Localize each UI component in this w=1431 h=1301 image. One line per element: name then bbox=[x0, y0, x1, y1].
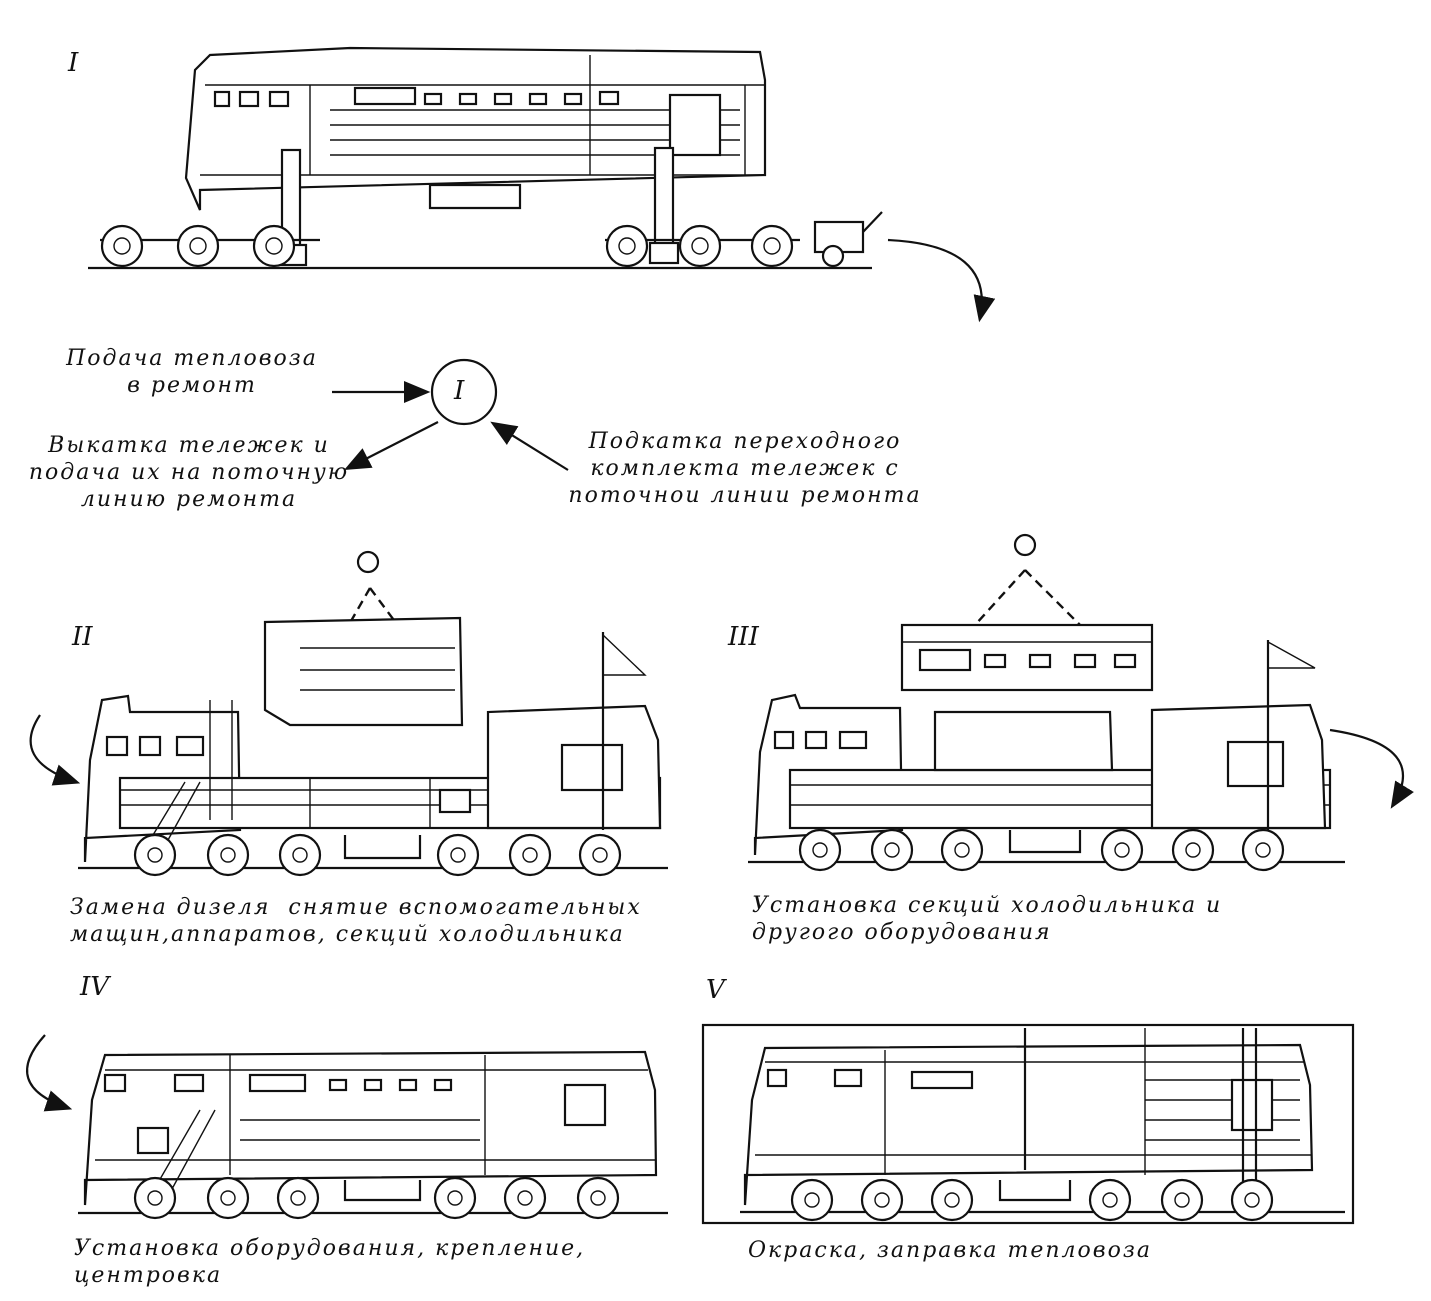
bogie-front bbox=[798, 828, 984, 872]
stage-number-1: I bbox=[68, 48, 79, 78]
paint-booth-frame bbox=[701, 1023, 1355, 1225]
stage-2-locomotive bbox=[78, 550, 668, 877]
stage-3-exit-arrow bbox=[1329, 728, 1414, 809]
bogie-rear bbox=[433, 1176, 620, 1220]
stage-5-caption: Окраска, заправка тепловоза bbox=[748, 1238, 1152, 1263]
stage-number-2: II bbox=[72, 622, 93, 652]
input-flow-label: Подача тепловоза в ремонт bbox=[66, 346, 318, 398]
flag bbox=[602, 633, 647, 676]
bogie-front bbox=[133, 833, 322, 877]
side-windows bbox=[213, 86, 722, 157]
crane-hook bbox=[1013, 533, 1037, 557]
bogie-front bbox=[790, 1178, 974, 1222]
stage-number-3: III bbox=[728, 622, 759, 652]
stage-4-entry-arrow bbox=[26, 1034, 73, 1112]
crane-slings bbox=[974, 569, 1081, 626]
diesel-block bbox=[933, 710, 1114, 772]
fuel-tank bbox=[1008, 830, 1082, 854]
bogie-rear bbox=[436, 833, 622, 877]
jack-stand bbox=[648, 146, 680, 265]
locomotive-body bbox=[743, 1043, 1314, 1206]
fuel-tank bbox=[998, 1180, 1072, 1202]
shunting-tractor bbox=[813, 211, 883, 268]
stage-2-entry-arrow bbox=[29, 714, 81, 786]
fuel-tank bbox=[343, 1180, 422, 1202]
fuel-tank bbox=[343, 835, 422, 860]
return-flow-label: Подкатка переходного комплекта тележек с… bbox=[568, 429, 922, 508]
repair-node-circle bbox=[430, 358, 498, 426]
stage-3-locomotive bbox=[748, 533, 1345, 872]
return-arrow bbox=[490, 421, 569, 471]
bogie-rear bbox=[1088, 1178, 1274, 1222]
bogie-rear bbox=[1100, 828, 1285, 872]
stage-2-caption: Замена дизеля снятие вспомогательных мащ… bbox=[70, 895, 642, 947]
lifted-diesel-engine bbox=[263, 616, 464, 727]
stage-1-to-2-arrow bbox=[887, 238, 996, 323]
locomotive-body bbox=[83, 1050, 658, 1206]
stage-4-caption: Установка оборудования, крепление, центр… bbox=[74, 1236, 586, 1288]
crane-hook bbox=[356, 550, 380, 574]
bogie-rear bbox=[605, 224, 800, 268]
locomotive-body bbox=[184, 46, 767, 211]
output-arrow bbox=[344, 421, 439, 471]
output-flow-label: Выкатка тележек и подача их на поточную … bbox=[28, 433, 350, 512]
stage-4-locomotive bbox=[78, 1050, 668, 1220]
stage-3-caption: Установка секций холодильника и другого … bbox=[752, 893, 1223, 945]
stage-5-paint-booth bbox=[701, 1023, 1355, 1225]
stage-number-4: IV bbox=[80, 972, 110, 1002]
stage-number-5: V bbox=[706, 975, 725, 1005]
stage-1-locomotive-on-jacks bbox=[88, 46, 883, 270]
repair-node-label: I bbox=[454, 376, 465, 406]
bogie-front bbox=[100, 224, 320, 268]
fuel-tank bbox=[428, 183, 522, 210]
flag bbox=[1267, 640, 1316, 669]
bogie-front bbox=[133, 1176, 320, 1220]
